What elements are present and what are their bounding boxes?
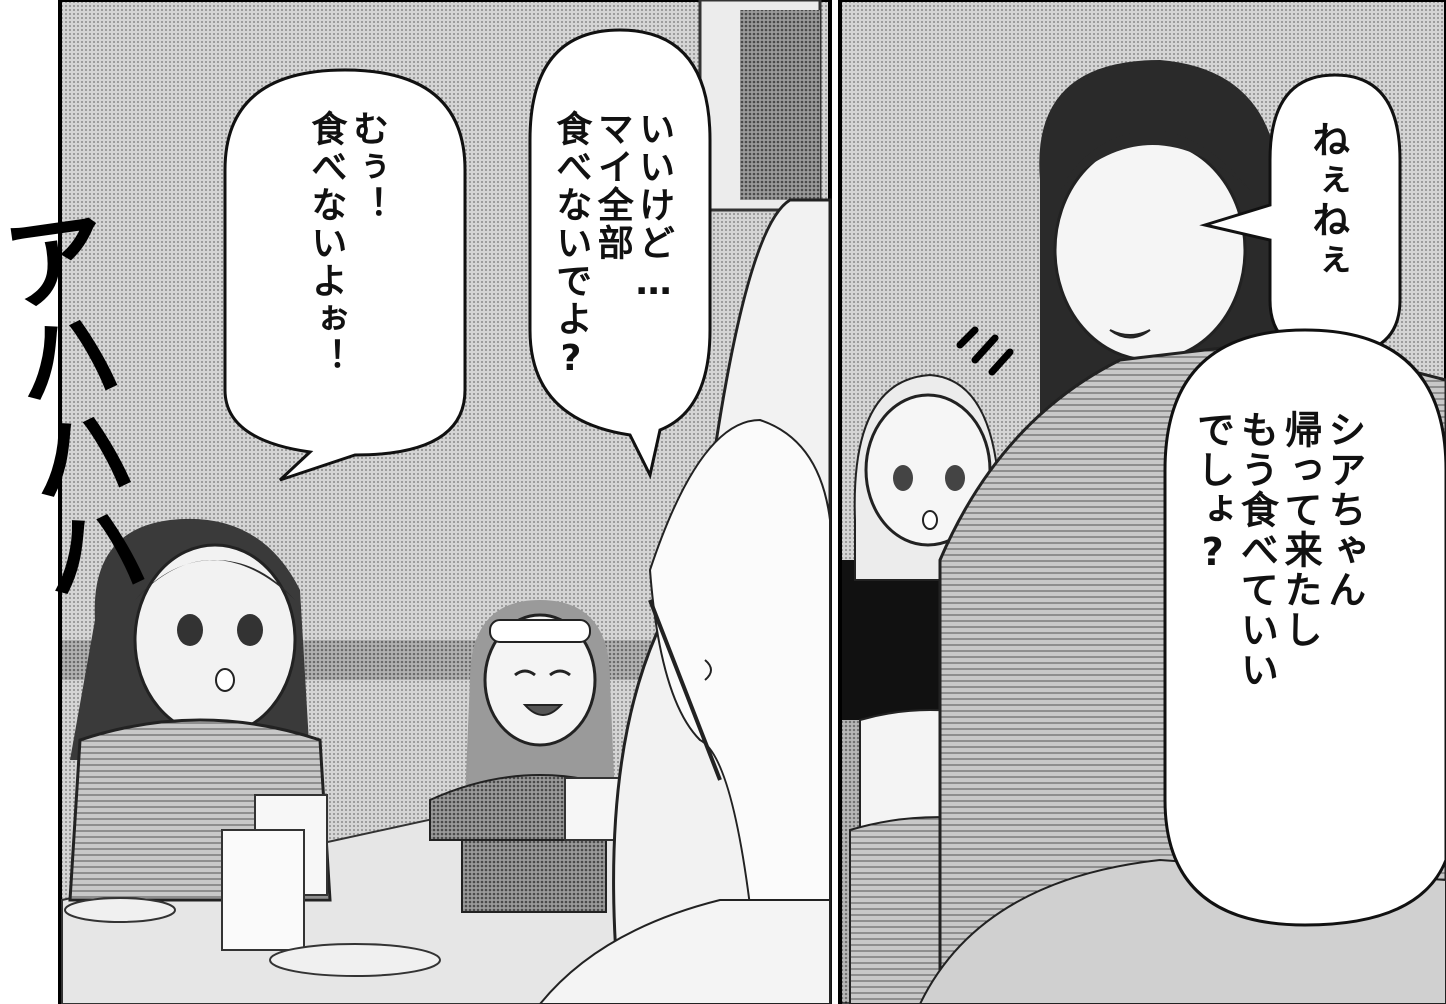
dialogue-line: 食べないでよ? <box>550 110 592 381</box>
right-panel <box>838 0 1446 1004</box>
dialogue-right-bottom: シアちゃん 帰って来たし もう食べていい でしょ? <box>1190 410 1366 790</box>
dialogue-line: 帰って来たし <box>1278 410 1323 650</box>
plate-left <box>64 897 176 923</box>
girl-headband <box>429 600 662 841</box>
carton <box>564 777 622 841</box>
surprise-marks <box>956 326 1014 376</box>
dialogue-left-mid: むぅ！ 食べないよぉ！ <box>305 110 388 430</box>
dialogue-right-top: ねぇねぇ <box>1305 120 1350 330</box>
dialogue-line: でしょ? <box>1190 410 1235 576</box>
plate-stack <box>461 831 607 913</box>
dialogue-line: ねぇねぇ <box>1305 120 1350 280</box>
dialogue-line: マイ全部 <box>591 110 633 262</box>
dialogue-left-top: いいけど… マイ全部 食べないでよ? <box>550 110 674 410</box>
speech-bubble-left-mid <box>223 68 467 482</box>
speech-bubble-right-bottom <box>1163 328 1446 927</box>
dialogue-line: もう食べていい <box>1234 410 1279 690</box>
dialogue-line: むぅ！ <box>346 110 388 224</box>
dialogue-line: 食べないよぉ！ <box>305 110 347 376</box>
girl-blonde-foreground <box>538 198 832 1004</box>
dialogue-line: いいけど… <box>633 110 675 305</box>
plate-front <box>269 943 441 977</box>
dialogue-line: シアちゃん <box>1321 410 1366 610</box>
left-panel <box>58 0 832 1004</box>
door-panel <box>740 10 820 200</box>
speech-bubble-left-top <box>528 28 712 480</box>
sfx-small-marks: !!! <box>1020 330 1021 333</box>
glass-front <box>221 829 305 951</box>
